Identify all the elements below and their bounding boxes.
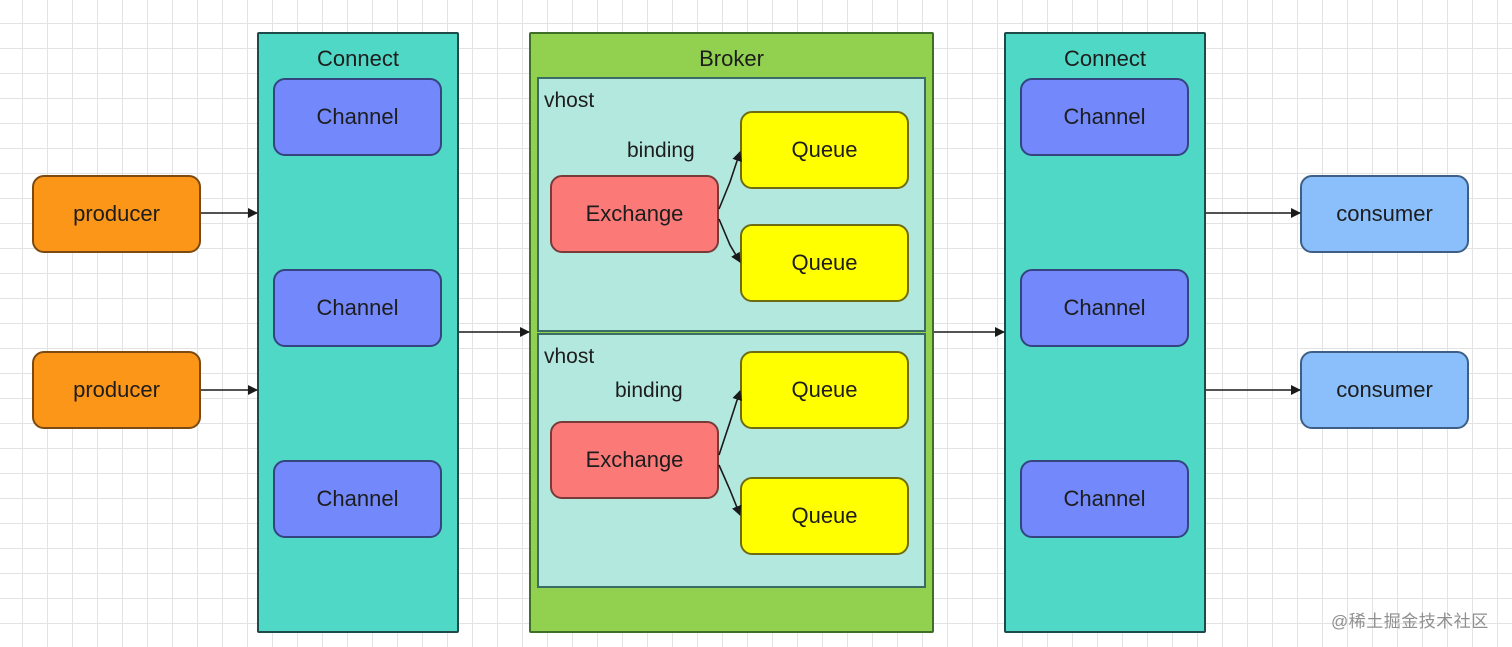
vhost-1-queue-2[interactable]: Queue [740,224,909,302]
vhost-2-exchange[interactable]: Exchange [550,421,719,499]
broker-title: Broker [699,46,764,71]
right-channel-3[interactable]: Channel [1020,460,1189,538]
right-channel-1[interactable]: Channel [1020,78,1189,156]
left-channel-1[interactable]: Channel [273,78,442,156]
vhost-2-binding-label: binding [615,379,683,402]
arrow-exchange-1-to-queue-1 [718,151,742,210]
vhost-1-binding-label: binding [627,139,695,162]
producer-2[interactable]: producer [32,351,201,429]
vhost-2-queue-1[interactable]: Queue [740,351,909,429]
left-connect-title: Connect [317,46,399,71]
producer-1[interactable]: producer [32,175,201,253]
vhost-1-label: vhost [544,89,595,112]
consumer-1[interactable]: consumer [1300,175,1469,253]
vhost-1-exchange[interactable]: Exchange [550,175,719,253]
right-connect-title: Connect [1064,46,1146,71]
left-channel-3[interactable]: Channel [273,460,442,538]
arrow-exchange-2-to-queue-1 [718,390,742,456]
left-channel-2[interactable]: Channel [273,269,442,347]
arrow-exchange-2-to-queue-2 [718,464,742,516]
vhost-2-label: vhost [544,345,595,368]
right-channel-2[interactable]: Channel [1020,269,1189,347]
vhost-1-queue-1[interactable]: Queue [740,111,909,189]
watermark-text: @稀土掘金技术社区 [1331,612,1489,631]
vhost-2-queue-2[interactable]: Queue [740,477,909,555]
consumer-2[interactable]: consumer [1300,351,1469,429]
arrow-exchange-1-to-queue-2 [718,218,741,263]
